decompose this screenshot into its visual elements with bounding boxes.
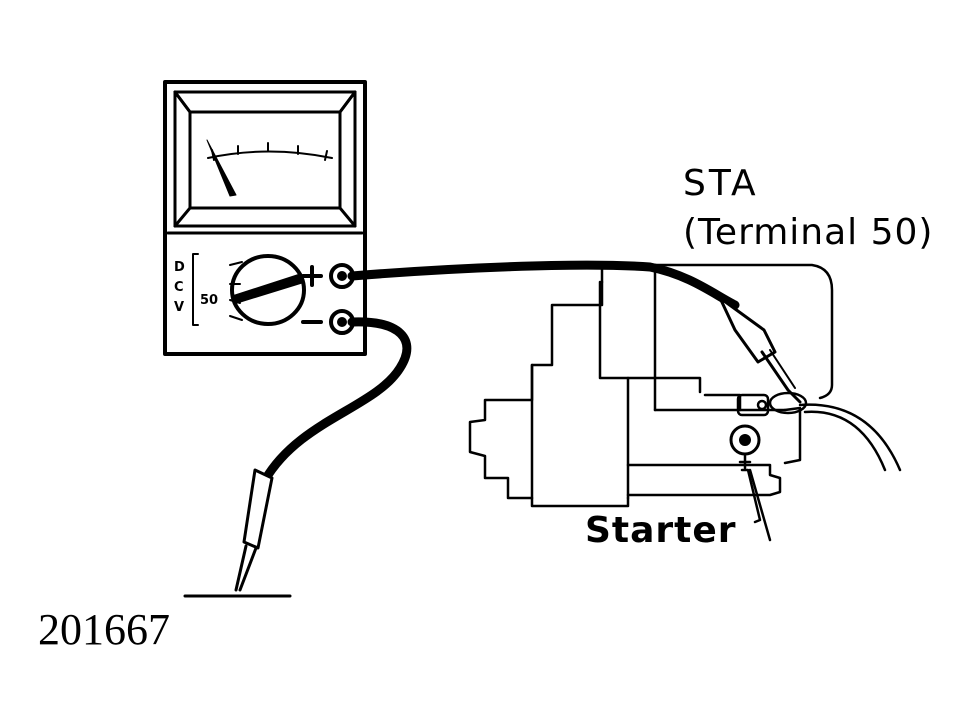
positive-probe[interactable] (718, 296, 802, 404)
negative-probe[interactable] (234, 468, 274, 592)
mode-letter: V (174, 300, 184, 315)
voltmeter (163, 80, 367, 356)
negative-test-lead[interactable] (260, 317, 412, 485)
starter-label: Starter (585, 510, 737, 551)
terminal-label: (Terminal 50) (683, 212, 934, 253)
mode-letter: D (174, 260, 185, 275)
figure-number: 201667 (38, 605, 170, 654)
sta-label: STA (683, 163, 759, 204)
meter-needle (206, 139, 237, 197)
range-label: 50 (200, 293, 218, 308)
starter-motor (468, 263, 834, 542)
mode-letter: C (174, 280, 184, 295)
meter-mode-letters: D C V (174, 260, 185, 315)
positive-test-lead[interactable] (347, 260, 740, 310)
